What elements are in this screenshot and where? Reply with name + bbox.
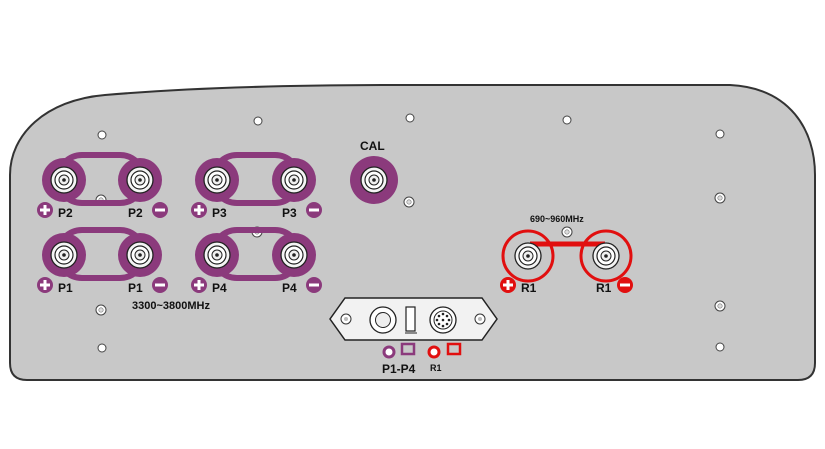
port-label-p4-minus: P4 [282, 281, 297, 295]
rf-connector-icon[interactable] [203, 166, 231, 194]
port-label-p1-plus: P1 [58, 281, 73, 295]
connector-group-p3: P3 P3 [191, 152, 322, 220]
screw-hole-icon [714, 192, 726, 204]
port-label-p2-plus: P2 [58, 206, 73, 220]
connector-group-p2: P2 P2 [37, 152, 168, 220]
indicator-r1: R1 [427, 342, 462, 373]
screw-hole-icon [714, 300, 726, 312]
port-label-p1-minus: P1 [128, 281, 143, 295]
plus-icon [191, 202, 207, 218]
plus-icon [191, 277, 207, 293]
screw-hole-icon [97, 343, 107, 353]
screw-hole-icon [253, 116, 263, 126]
panel-body [9, 84, 816, 381]
indicator-label-p1-p4: P1-P4 [382, 362, 416, 376]
minus-icon [617, 277, 633, 293]
screw-hole-icon [474, 313, 486, 325]
rf-connector-icon[interactable] [280, 166, 308, 194]
port-label-r1-minus: R1 [596, 281, 612, 295]
minus-icon [306, 202, 322, 218]
control-plate [329, 297, 498, 341]
switch-icon[interactable] [405, 306, 417, 334]
rf-connector-icon[interactable] [126, 241, 154, 269]
port-label-p3-minus: P3 [282, 206, 297, 220]
rf-connector-icon[interactable] [126, 166, 154, 194]
band-label-high: 3300~3800MHz [132, 300, 210, 312]
port-label-p4-plus: P4 [212, 281, 227, 295]
minus-icon [152, 277, 168, 293]
indicator-label-r1: R1 [430, 363, 442, 373]
connector-socket-icon[interactable] [369, 306, 397, 334]
screw-hole-icon [405, 113, 415, 123]
screw-hole-icon [715, 129, 725, 139]
rf-connector-icon[interactable] [360, 166, 388, 194]
top-screw-holes [97, 113, 725, 353]
aisg-port-icon[interactable] [429, 306, 457, 334]
band-label-low: 690~960MHz [530, 214, 584, 224]
port-label-p3-plus: P3 [212, 206, 227, 220]
minus-icon [152, 202, 168, 218]
screw-hole-icon [95, 304, 107, 316]
rf-connector-icon[interactable] [50, 241, 78, 269]
port-label-r1-plus: R1 [521, 281, 537, 295]
screw-hole-icon [715, 342, 725, 352]
port-label-p2-minus: P2 [128, 206, 143, 220]
minus-icon [306, 277, 322, 293]
screw-hole-icon [562, 115, 572, 125]
screw-hole-icon [403, 196, 415, 208]
screw-hole-icon [561, 226, 573, 238]
plus-icon [37, 277, 53, 293]
rf-connector-icon[interactable] [514, 242, 542, 270]
cal-connector-group: CAL [350, 139, 398, 204]
screw-hole-icon [340, 313, 352, 325]
rf-connector-icon[interactable] [50, 166, 78, 194]
rf-connector-icon[interactable] [592, 242, 620, 270]
screw-hole-icon [97, 130, 107, 140]
indicator-p1-p4: P1-P4 [382, 342, 416, 376]
plus-icon [37, 202, 53, 218]
connector-group-p1: P1 P1 [37, 227, 168, 295]
rf-connector-icon[interactable] [280, 241, 308, 269]
plus-icon [500, 277, 516, 293]
rf-connector-icon[interactable] [203, 241, 231, 269]
connector-group-r1: 690~960MHz R1 R1 [500, 214, 633, 295]
connector-group-p4: P4 P4 [191, 227, 322, 295]
port-label-cal: CAL [360, 139, 385, 153]
